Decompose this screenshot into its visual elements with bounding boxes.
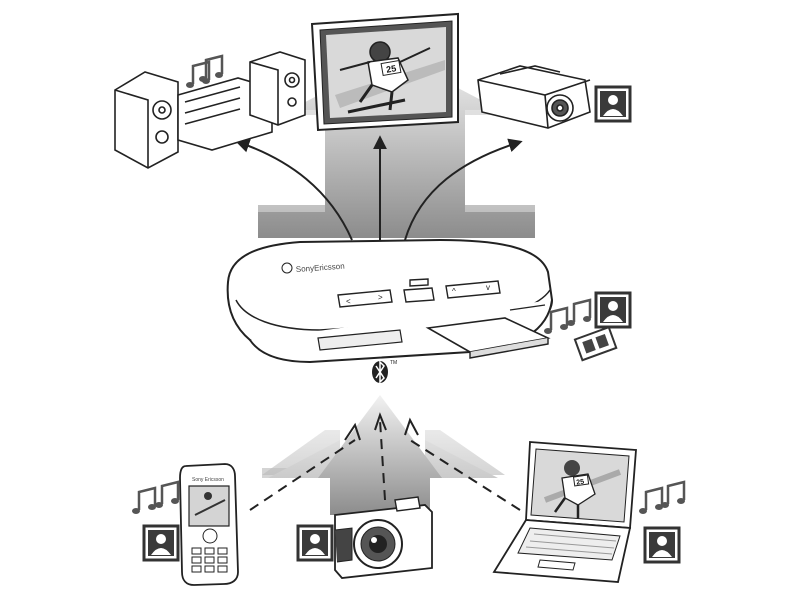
photo-icon bbox=[296, 524, 334, 562]
svg-text:>: > bbox=[378, 293, 383, 302]
music-notes-icon bbox=[637, 486, 665, 516]
music-notes-icon bbox=[130, 486, 158, 516]
phone-brand-label: Sony Ericsson bbox=[192, 477, 224, 483]
hub-enter-button bbox=[403, 287, 435, 303]
hub-up-down-button bbox=[445, 280, 501, 299]
signal-line-laptop bbox=[409, 439, 521, 511]
laptop-bib-number: 25 bbox=[576, 479, 585, 487]
signal-line-camera bbox=[379, 419, 386, 501]
music-notes-icon bbox=[153, 480, 181, 510]
laptop-icon: 25 bbox=[492, 441, 637, 583]
svg-text:^: ^ bbox=[452, 287, 456, 296]
music-notes-icon bbox=[565, 298, 593, 328]
arrow-to-projector bbox=[404, 138, 523, 241]
projector-icon bbox=[477, 65, 591, 129]
digital-camera-icon bbox=[334, 496, 433, 579]
svg-text:<: < bbox=[346, 297, 351, 306]
media-hub-device: SonyEricsson < > ^ v bbox=[226, 238, 554, 364]
bluetooth-icon bbox=[372, 360, 388, 384]
tv-bib-number: 25 bbox=[385, 63, 397, 75]
photo-icon bbox=[594, 85, 632, 123]
bluetooth-tm-mark: TM bbox=[390, 360, 397, 366]
film-strip-icon bbox=[573, 325, 618, 362]
svg-text:v: v bbox=[486, 283, 490, 292]
photo-icon bbox=[643, 526, 681, 564]
hub-brand-label: SonyEricsson bbox=[296, 262, 345, 274]
tv-icon: 25 bbox=[310, 12, 459, 132]
mobile-phone-icon: Sony Ericsson bbox=[179, 463, 239, 586]
signal-line-phone bbox=[249, 439, 356, 511]
input-arrow-shape bbox=[318, 395, 442, 515]
hub-left-right-button bbox=[337, 289, 393, 308]
photo-icon bbox=[594, 291, 632, 329]
arrow-to-stereo bbox=[235, 139, 353, 241]
music-notes-icon bbox=[197, 54, 225, 84]
music-notes-icon bbox=[659, 480, 687, 510]
stereo-system-icon bbox=[114, 51, 306, 169]
photo-icon bbox=[142, 524, 180, 562]
